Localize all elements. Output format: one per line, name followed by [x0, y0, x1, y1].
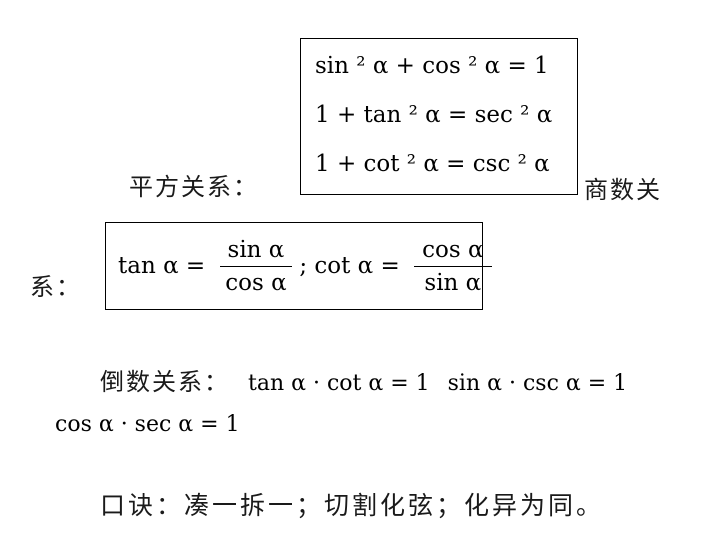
reciprocal-relations-row: 倒数关系： tan α · cot α = 1 sin α · csc α = … [100, 362, 627, 397]
mnemonic-text: 口诀：凑一拆一；切割化弦；化异为同。 [100, 492, 605, 520]
formula-sin-csc: sin α · csc α = 1 [447, 371, 628, 396]
quotient-relations-label-part1: 商数关 [584, 177, 662, 204]
fraction-numerator: cos α [414, 237, 492, 267]
square-relations-label: 平方关系： [129, 174, 259, 201]
quotient-formula-box: tan α = sin α cos α ; cot α = cos α sin … [105, 222, 492, 310]
fraction-denominator: sin α [424, 269, 482, 296]
fraction-numerator: sin α [219, 237, 293, 267]
formula-tan-cot: tan α · cot α = 1 [248, 371, 430, 396]
formula-tan2-sec2: 1 + tan ² α = sec ² α [315, 102, 553, 128]
square-formula-box: sin ² α + cos ² α = 1 1 + tan ² α = sec … [300, 38, 578, 195]
tan-equals-text: tan α = [118, 253, 213, 279]
formula-cot2-csc2: 1 + cot ² α = csc ² α [315, 151, 550, 177]
quotient-relations-label-part2: 系： [30, 274, 82, 301]
fraction-cos-over-sin: cos α sin α [414, 237, 492, 296]
fraction-sin-over-cos: sin α cos α [219, 237, 293, 296]
formula-sin2-cos2: sin ² α + cos ² α = 1 [315, 53, 549, 79]
formula-cos-sec: cos α · sec α = 1 [55, 412, 240, 437]
cot-equals-text: ; cot α = [299, 253, 408, 279]
reciprocal-relations-label: 倒数关系： [100, 369, 230, 396]
fraction-denominator: cos α [225, 269, 287, 296]
